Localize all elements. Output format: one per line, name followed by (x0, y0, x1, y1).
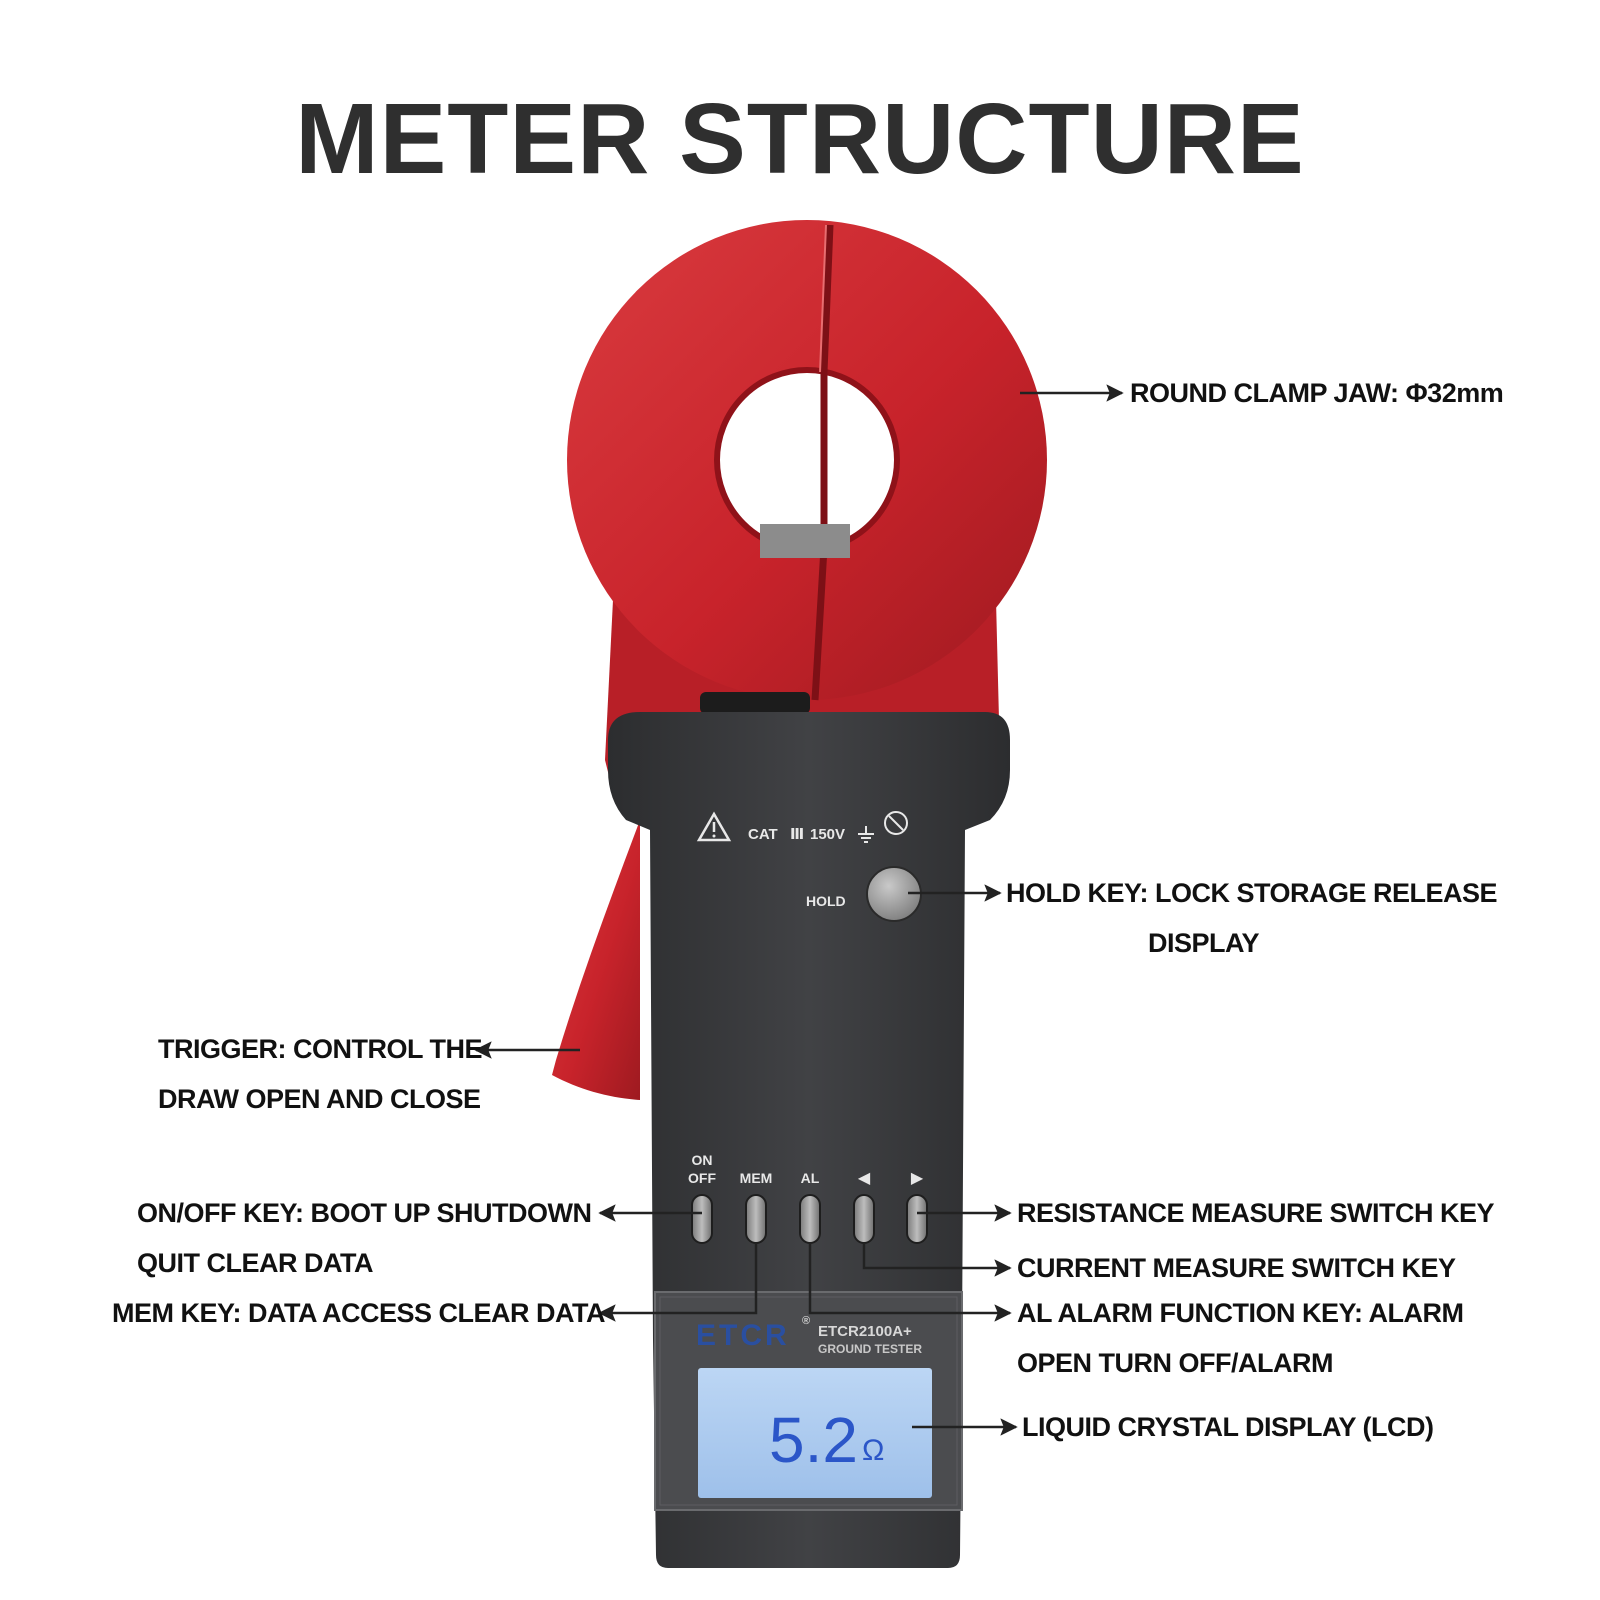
callout-round-clamp-jaw: ROUND CLAMP JAW: Φ32mm (1130, 378, 1504, 408)
al-key-label: AL (801, 1170, 820, 1186)
registered-mark: ® (802, 1315, 810, 1327)
right-key-label: ▶ (911, 1170, 924, 1187)
callout-alarm-line1: AL ALARM FUNCTION KEY: ALARM (1017, 1298, 1464, 1328)
off-key-label: OFF (688, 1170, 716, 1186)
right-key[interactable] (906, 1194, 928, 1244)
ground-symbol-icon (858, 826, 874, 843)
mem-key[interactable] (745, 1194, 767, 1244)
crossed-circle-icon (884, 811, 908, 835)
mem-key-label: MEM (740, 1170, 773, 1186)
callout-resistance-key: RESISTANCE MEASURE SWITCH KEY (1017, 1198, 1495, 1228)
warning-triangle-icon (696, 811, 732, 842)
callout-leaders (474, 384, 1124, 1436)
on-key-label: ON (692, 1152, 713, 1168)
on-off-key[interactable] (691, 1194, 713, 1244)
al-key[interactable] (799, 1194, 821, 1244)
callout-mem-key: MEM KEY: DATA ACCESS CLEAR DATA (112, 1298, 605, 1328)
current-leader (862, 1243, 1012, 1277)
safety-rating: CAT Ⅲ 150V (696, 811, 908, 843)
callout-onoff-line1: ON/OFF KEY: BOOT UP SHUTDOWN (137, 1198, 592, 1228)
callout-trigger-line1: TRIGGER: CONTROL THE (158, 1034, 483, 1064)
page-title: METER STRUCTURE (295, 83, 1305, 195)
cat-roman: Ⅲ (790, 826, 804, 843)
display-panel: ETCR ® ETCR2100A+ GROUND TESTER 5.2 Ω (654, 1291, 963, 1511)
callout-lcd: LIQUID CRYSTAL DISPLAY (LCD) (1022, 1412, 1434, 1442)
round-clamp-jaw (567, 220, 1047, 714)
alarm-leader (808, 1243, 1012, 1322)
hold-key-label: HOLD (806, 893, 846, 909)
ground-tester-label: GROUND TESTER (818, 1342, 922, 1356)
trigger-lever (552, 820, 640, 1100)
left-key-label: ◀ (858, 1170, 871, 1187)
callout-hold-key-line2: DISPLAY (1148, 928, 1260, 958)
brand-logo: ETCR (696, 1319, 790, 1352)
lcd-screen (698, 1368, 932, 1498)
callout-onoff-line2: QUIT CLEAR DATA (137, 1248, 373, 1278)
left-key[interactable] (853, 1194, 875, 1244)
lcd-value: 5.2 (769, 1404, 858, 1476)
lcd-unit: Ω (862, 1434, 884, 1467)
callout-trigger-line2: DRAW OPEN AND CLOSE (158, 1084, 481, 1114)
callout-current-key: CURRENT MEASURE SWITCH KEY (1017, 1253, 1456, 1283)
model-label: ETCR2100A+ (818, 1323, 912, 1340)
voltage-label: 150V (810, 826, 845, 843)
callout-hold-key-line1: HOLD KEY: LOCK STORAGE RELEASE (1006, 878, 1498, 908)
callout-alarm-line2: OPEN TURN OFF/ALARM (1017, 1348, 1333, 1378)
mem-leader (598, 1243, 758, 1322)
cat-label: CAT (748, 826, 778, 843)
